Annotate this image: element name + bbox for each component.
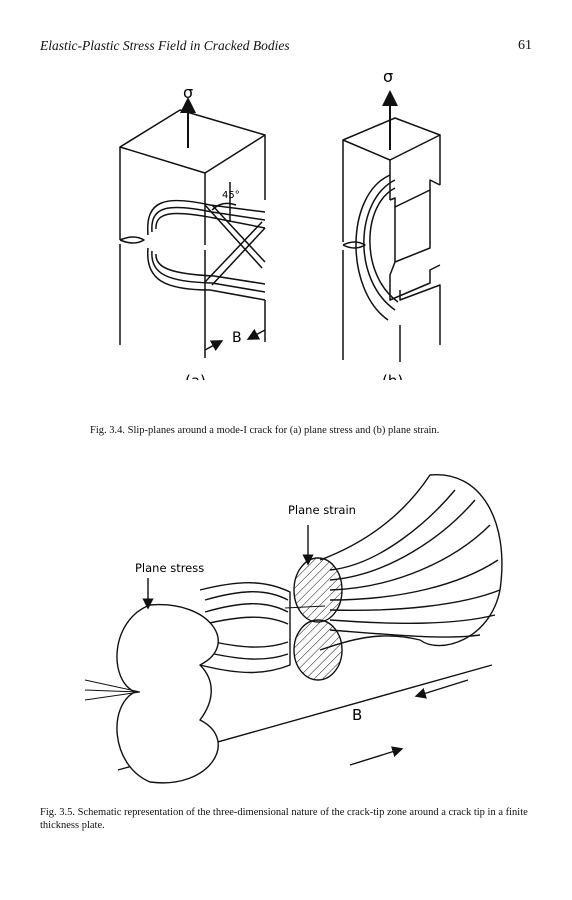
sigma-label-a: σ — [183, 83, 193, 102]
sigma-label-b: σ — [383, 67, 393, 86]
figure-3-5: Plane strain Plane stress B — [0, 470, 572, 795]
specimen-b-plane-strain — [342, 117, 441, 362]
panel-b-label: (b) — [382, 372, 403, 380]
specimen-a-plane-stress — [119, 109, 266, 358]
crack-tip-zone-diagram: Plane strain Plane stress B — [84, 474, 503, 784]
slip-planes-diagram: σ σ 45° B (a) (b) — [119, 67, 441, 390]
angle-label: 45° — [222, 190, 240, 201]
panel-a-label: (a) — [185, 372, 206, 380]
page-number: 61 — [518, 38, 532, 53]
figure-3-4-caption: Fig. 3.4. Slip-planes around a mode-I cr… — [90, 425, 440, 436]
figure-3-5-caption: Fig. 3.5. Schematic representation of th… — [40, 807, 528, 831]
thickness-label-b: B — [352, 706, 362, 724]
plane-stress-zone — [116, 582, 291, 784]
page-header: Elastic-Plastic Stress Field in Cracked … — [40, 38, 532, 58]
running-title: Elastic-Plastic Stress Field in Cracked … — [40, 38, 290, 53]
figure-3-4: σ σ 45° B (a) (b) — [0, 62, 572, 390]
plane-strain-label: Plane strain — [288, 503, 356, 517]
plane-stress-label: Plane stress — [135, 561, 204, 575]
plane-strain-zone — [293, 474, 503, 681]
thickness-label-a: B — [232, 330, 242, 346]
